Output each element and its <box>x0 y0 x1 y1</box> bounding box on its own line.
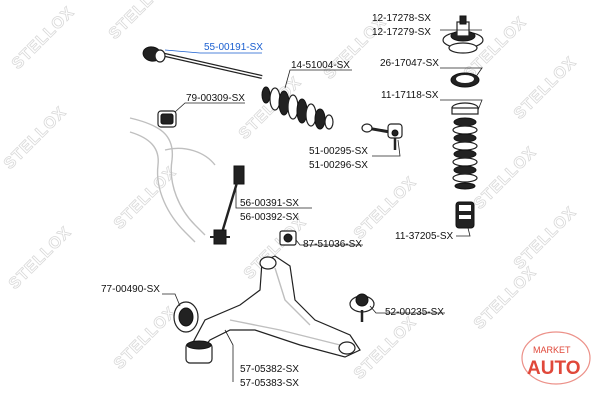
label-bump-stop[interactable]: 11-37205-SX <box>395 231 454 242</box>
watermark-text: STELLOX <box>321 14 390 83</box>
logo-line2: AUTO <box>527 358 580 379</box>
watermark-text: STELLOX <box>106 0 175 43</box>
arm-bushing-large-part[interactable] <box>173 301 213 364</box>
stabilizer-link-part[interactable] <box>210 165 245 245</box>
watermark-text: STELLOX <box>511 54 580 123</box>
market-auto-logo: MARKET AUTO <box>521 331 591 385</box>
label-tie-end-2[interactable]: 51-00296-SX <box>309 160 368 171</box>
tie-rod-part[interactable] <box>142 45 263 79</box>
watermark-text: STELLOX <box>471 264 540 333</box>
stabilizer-bar[interactable] <box>129 117 216 243</box>
label-shock[interactable]: 11-17118-SX <box>381 90 439 101</box>
label-bearing[interactable]: 26-17047-SX <box>380 58 439 69</box>
leader-lines <box>162 29 483 382</box>
label-control-arm-2[interactable]: 57-05383-SX <box>240 378 299 389</box>
watermark-text: STELLOX <box>471 144 540 213</box>
arm-bushing-small-part[interactable] <box>279 230 297 246</box>
bump-stop-part[interactable] <box>455 201 475 229</box>
tie-rod-end-part[interactable] <box>361 123 403 150</box>
watermark-text: STELLOX <box>111 164 180 233</box>
stabilizer-bushing-part[interactable] <box>157 110 177 128</box>
watermark-text: STELLOX <box>111 304 180 373</box>
label-arm-bushing-large[interactable]: 77-00490-SX <box>101 284 160 295</box>
logo-line1: MARKET <box>533 345 571 355</box>
top-mount-part[interactable] <box>442 15 484 54</box>
watermark-text: STELLOX <box>6 224 75 293</box>
steering-boot-part[interactable] <box>261 86 334 130</box>
watermark-text: STELLOX <box>351 314 420 383</box>
label-stab-bushing[interactable]: 79-00309-SX <box>186 93 245 104</box>
control-arm-part[interactable] <box>189 255 361 358</box>
label-arm-bushing-small[interactable]: 87-51036-SX <box>303 239 362 250</box>
label-ball-joint[interactable]: 52-00235-SX <box>385 307 444 318</box>
label-tie-rod[interactable]: 55-00191-SX <box>204 42 263 53</box>
label-top-mount-2[interactable]: 12-17279-SX <box>372 27 431 38</box>
ball-joint-part[interactable] <box>349 293 375 322</box>
label-control-arm-1[interactable]: 57-05382-SX <box>240 364 299 375</box>
watermark-text: STELLOX <box>511 204 580 273</box>
part-labels: 55-00191-SX 79-00309-SX 14-51004-SX 12-1… <box>101 13 454 389</box>
label-link-1[interactable]: 56-00391-SX <box>240 198 299 209</box>
strut-bearing-part[interactable] <box>450 72 480 88</box>
watermark-text: STELLOX <box>1 104 70 173</box>
watermark-text: STELLOX <box>9 4 78 73</box>
shock-absorber-boot-part[interactable] <box>451 102 479 190</box>
label-top-mount-1[interactable]: 12-17278-SX <box>372 13 431 24</box>
label-tie-end-1[interactable]: 51-00295-SX <box>309 146 368 157</box>
label-link-2[interactable]: 56-00392-SX <box>240 212 299 223</box>
label-boot[interactable]: 14-51004-SX <box>291 60 350 71</box>
